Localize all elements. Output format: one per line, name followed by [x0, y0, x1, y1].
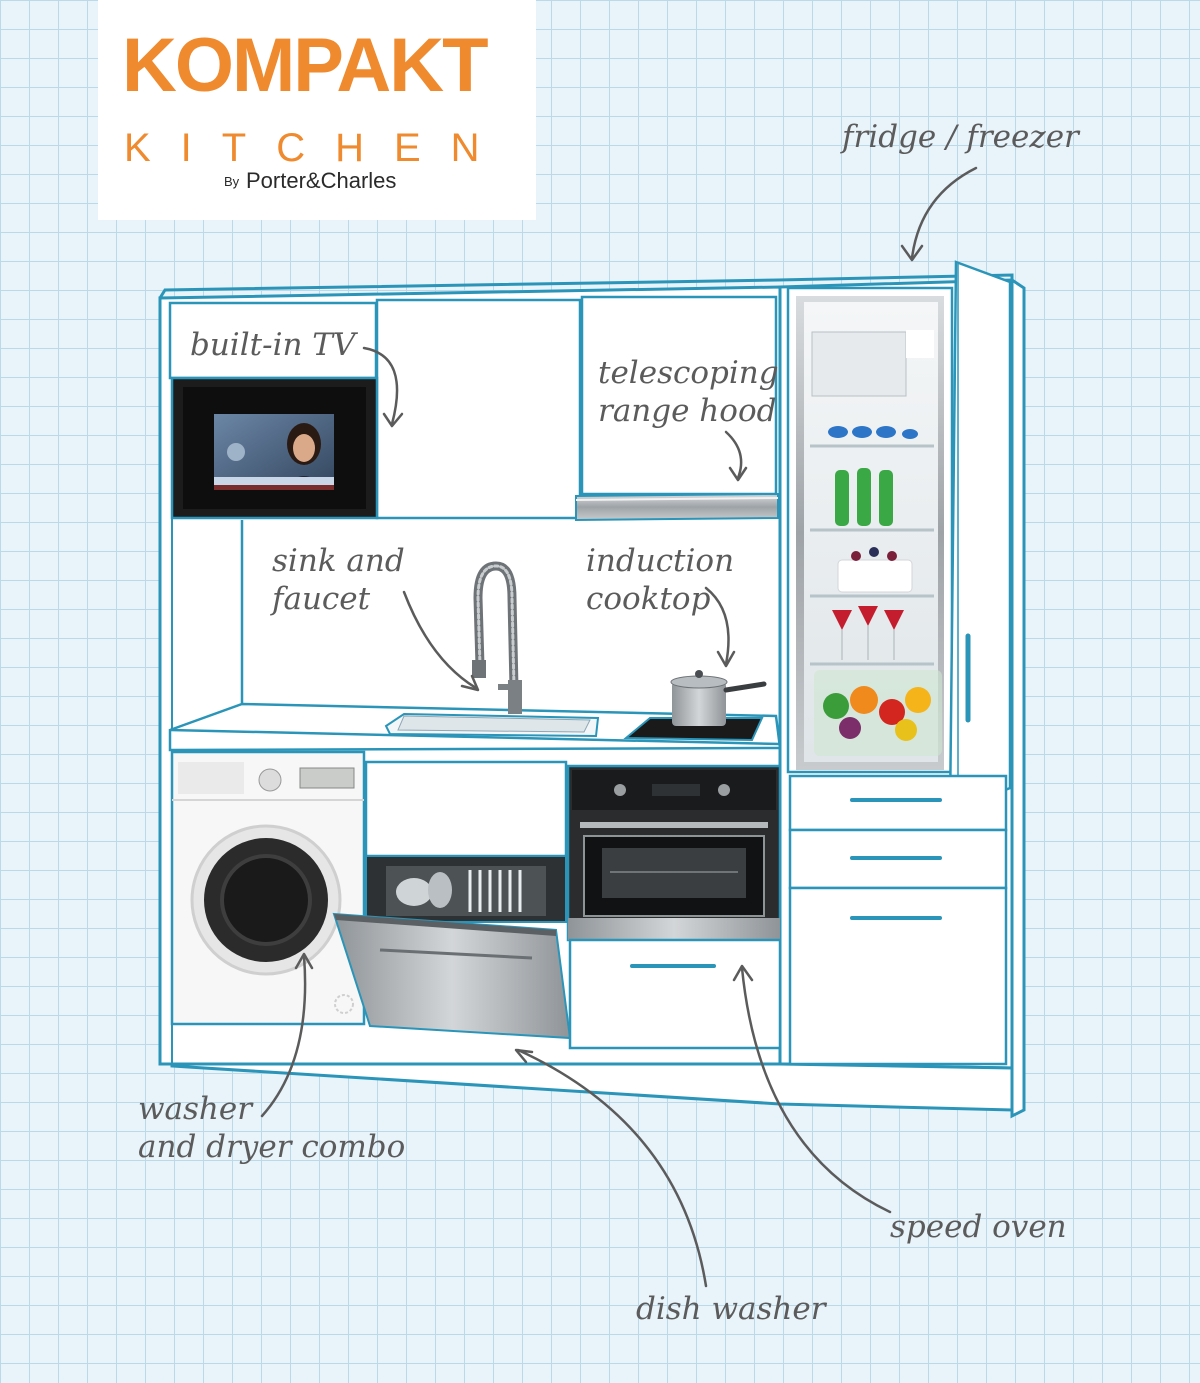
label-speed-oven: speed oven	[890, 1209, 1067, 1245]
arrow-cooktop	[704, 586, 730, 666]
upper-cabinets	[168, 295, 778, 704]
faucet	[472, 561, 522, 714]
callout-arrows	[260, 166, 978, 1288]
arrow-tv	[362, 346, 399, 426]
arrow-washer	[260, 954, 307, 1118]
dishwasher	[332, 760, 572, 1040]
label-washer-line2: and dryer combo	[138, 1129, 406, 1165]
built-in-tv	[170, 376, 379, 520]
logo-sub-text: KITCHEN	[124, 126, 510, 170]
fridge-drawers	[788, 774, 1008, 1066]
oven-drawer	[568, 938, 782, 1050]
label-built-in-tv: built-in TV	[190, 327, 356, 363]
arrow-sink	[402, 590, 478, 690]
logo-by-text: By	[224, 174, 240, 189]
upper-cabinet-middle	[375, 298, 582, 520]
label-sink-line2: faucet	[272, 581, 371, 617]
logo-main-text: KOMPAKT	[122, 23, 489, 108]
sink	[384, 712, 600, 738]
label-cooktop-line1: induction	[586, 543, 735, 579]
logo-brand-text: Porter&Charles	[246, 168, 397, 193]
arrow-fridge	[910, 166, 978, 260]
label-fridge-freezer: fridge / freezer	[842, 119, 1079, 155]
brand-logo: KOMPAKT KITCHEN By Porter&Charles	[98, 0, 536, 220]
label-range-hood-line2: range hood	[598, 393, 777, 429]
arrow-dishwasher	[516, 1048, 708, 1288]
upper-cabinet-hood	[580, 295, 778, 496]
label-cooktop-line2: cooktop	[586, 581, 711, 617]
speed-oven	[566, 764, 782, 942]
label-sink-line1: sink and	[272, 543, 405, 579]
arrow-hood	[724, 430, 743, 480]
fridge-door	[948, 260, 1012, 814]
label-range-hood-line1: telescoping	[598, 355, 779, 391]
range-hood	[575, 492, 779, 522]
plinth	[170, 1062, 1014, 1112]
label-washer-line1: washer	[138, 1091, 253, 1127]
arrow-speed-oven	[740, 966, 892, 1214]
label-dish-washer: dish washer	[636, 1291, 826, 1327]
fridge-freezer	[786, 286, 954, 774]
induction-cooktop	[623, 670, 767, 742]
washer-dryer	[170, 750, 366, 1026]
right-side-panel	[1010, 277, 1026, 1119]
